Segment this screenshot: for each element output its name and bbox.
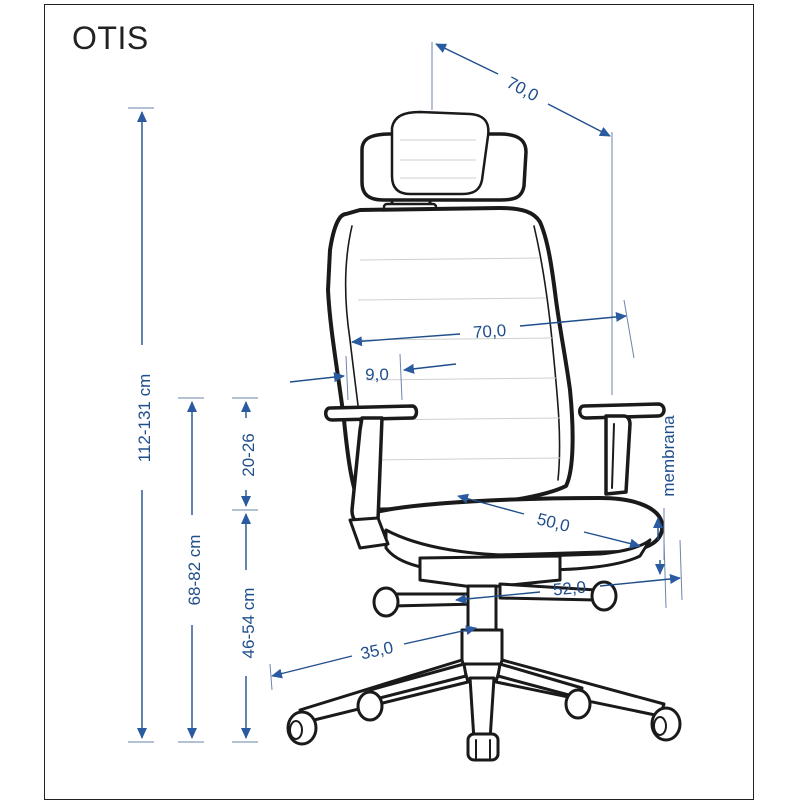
dimension-labels: 112-131 cm 68-82 cm 20-26 46-54 cm 70,0 … xyxy=(135,73,678,663)
casters xyxy=(286,688,682,762)
overall-depth-label: 70,0 xyxy=(504,73,542,105)
dimension-lines xyxy=(128,42,683,743)
product-title: OTIS xyxy=(72,20,149,56)
armrest-gap-label: 9,0 xyxy=(365,365,389,384)
headrest xyxy=(360,110,528,202)
seat-height-label: 46-54 cm xyxy=(239,588,258,659)
mechanism xyxy=(372,554,618,618)
left-armrest xyxy=(324,404,419,550)
gas-lift xyxy=(460,584,504,666)
armrest-adjust-label: 20-26 xyxy=(239,433,258,476)
armrest-height-label: 68-82 cm xyxy=(185,535,204,606)
total-height-label: 112-131 cm xyxy=(135,374,154,463)
base-radius-label: 35,0 xyxy=(359,638,395,663)
material-label: membrana xyxy=(659,415,678,497)
chair-drawing xyxy=(286,110,682,762)
backrest-width-label: 70,0 xyxy=(472,321,506,342)
right-armrest xyxy=(578,402,666,496)
seat-width-label: 52,0 xyxy=(552,578,587,600)
star-base xyxy=(298,658,666,742)
